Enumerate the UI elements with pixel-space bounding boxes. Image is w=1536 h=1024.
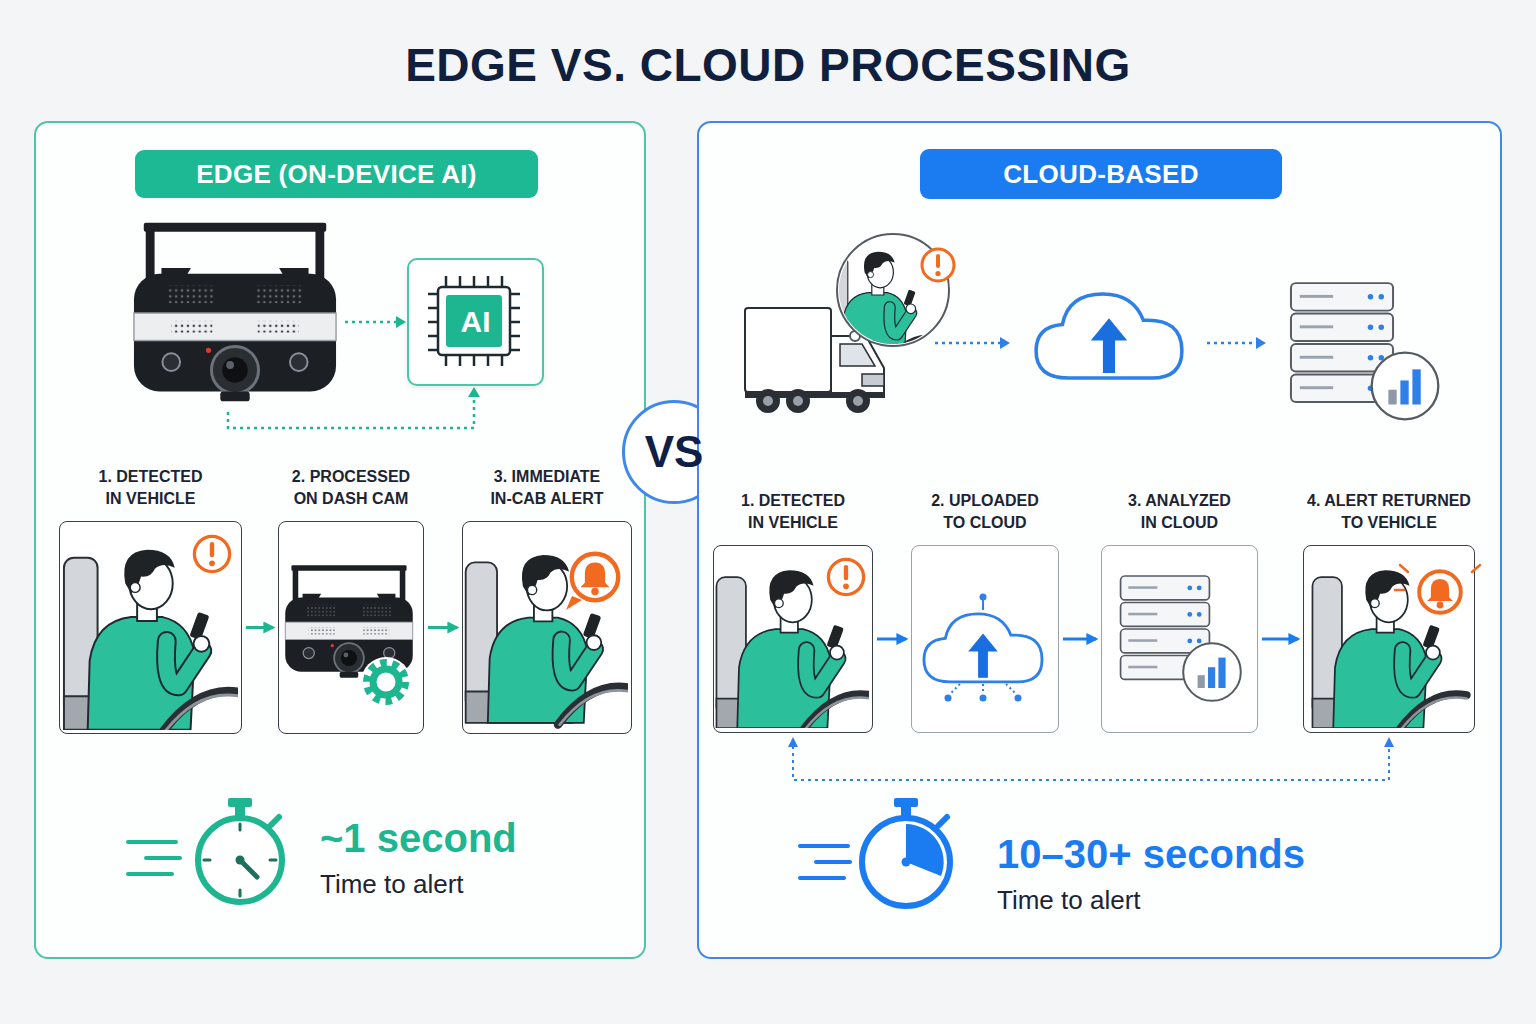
step-card: 2. PROCESSED ON DASH CAM <box>278 521 424 734</box>
header-pill: EDGE (ON-DEVICE AI) <box>135 150 538 198</box>
step-card: 3. ANALYZED IN CLOUD <box>1101 545 1258 733</box>
timing-text: Time to alert <box>320 868 464 900</box>
step-card: 2. UPLOADED TO CLOUD <box>911 545 1059 733</box>
chip-label: AI <box>461 305 491 339</box>
step-heading: 3. IMMEDIATE IN-CAB ALERT <box>482 466 612 510</box>
step-heading: 2. PROCESSED ON DASH CAM <box>285 466 417 510</box>
step-heading: 1. DETECTED IN VEHICLE <box>736 490 851 534</box>
step-heading: 4. ALERT RETURNED TO VEHICLE <box>1300 490 1478 534</box>
timing-text: ~1 second <box>320 814 517 862</box>
vs-label: VS <box>645 427 704 477</box>
panel-heading: EDGE (ON-DEVICE AI) <box>196 159 477 189</box>
step-heading: 2. UPLOADED TO CLOUD <box>925 490 1045 534</box>
comparison-panel: 10–30+ secondsTime to alert CLOUD-BASED 1.… <box>697 121 1502 959</box>
step-heading: 1. DETECTED IN VEHICLE <box>93 466 208 510</box>
timing-text: 10–30+ seconds <box>997 830 1305 878</box>
panel-heading: CLOUD-BASED <box>1003 159 1198 189</box>
diagram-title: EDGE VS. CLOUD PROCESSING <box>0 37 1536 93</box>
comparison-panel: ~1 secondTime to alert EDGE (ON-DEVICE AI… <box>34 121 646 959</box>
step-card: 1. DETECTED IN VEHICLE <box>713 545 873 733</box>
ai-chip-box: AI <box>407 258 544 386</box>
step-heading: 3. ANALYZED IN CLOUD <box>1122 490 1237 534</box>
step-card: 1. DETECTED IN VEHICLE <box>59 521 242 734</box>
header-pill: CLOUD-BASED <box>920 149 1282 199</box>
step-card: 3. IMMEDIATE IN-CAB ALERT <box>462 521 632 734</box>
timing-text: Time to alert <box>997 884 1141 916</box>
step-card: 4. ALERT RETURNED TO VEHICLE <box>1303 545 1475 733</box>
